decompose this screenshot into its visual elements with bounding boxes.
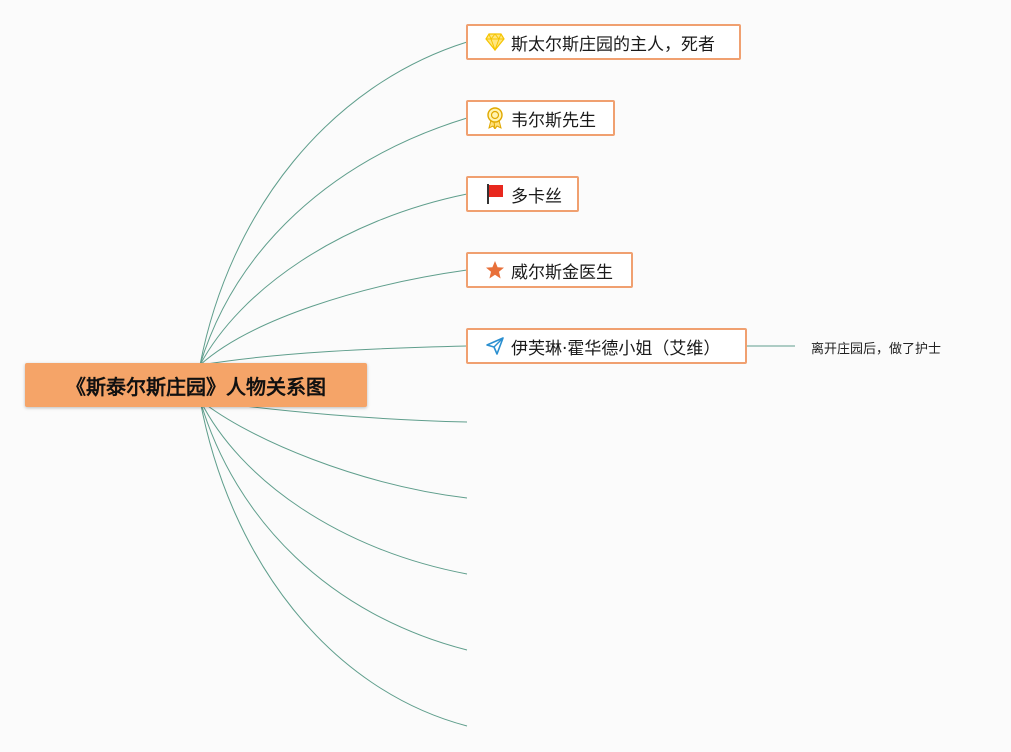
subtopic-note[interactable]: 离开庄园后，做了护士 <box>811 342 942 357</box>
connector-line <box>199 399 468 727</box>
topic-mr-wells[interactable]: 韦尔斯先生 <box>466 100 615 136</box>
medal-icon <box>484 107 506 129</box>
topic-miss-howard[interactable]: 伊芙琳·霍华德小姐（艾维） <box>466 328 747 364</box>
connector-line <box>199 399 468 651</box>
red-flag-icon <box>484 183 506 205</box>
topic-dr-wilkins[interactable]: 威尔斯金医生 <box>466 252 633 288</box>
connector-line <box>199 41 468 366</box>
connector-line <box>199 117 468 366</box>
star-icon <box>484 259 506 281</box>
topic-label: 伊芙琳·霍华德小姐（艾维） <box>511 338 721 359</box>
connector-line <box>199 399 468 575</box>
topic-label: 多卡丝 <box>511 186 562 207</box>
root-topic[interactable]: 《斯泰尔斯庄园》人物关系图 <box>25 363 367 407</box>
topic-label: 斯太尔斯庄园的主人，死者 <box>511 34 715 55</box>
connector-line <box>199 193 468 366</box>
root-topic-title: 《斯泰尔斯庄园》人物关系图 <box>66 374 326 399</box>
topic-owner-deceased[interactable]: 斯太尔斯庄园的主人，死者 <box>466 24 741 60</box>
diamond-icon <box>484 31 506 53</box>
topic-label: 韦尔斯先生 <box>511 110 596 131</box>
paper-plane-icon <box>484 335 506 357</box>
topic-dorcas[interactable]: 多卡丝 <box>466 176 579 212</box>
connector-line <box>199 345 468 366</box>
topic-label: 威尔斯金医生 <box>511 262 613 283</box>
connector-line <box>199 399 468 499</box>
connector-line <box>199 269 468 366</box>
